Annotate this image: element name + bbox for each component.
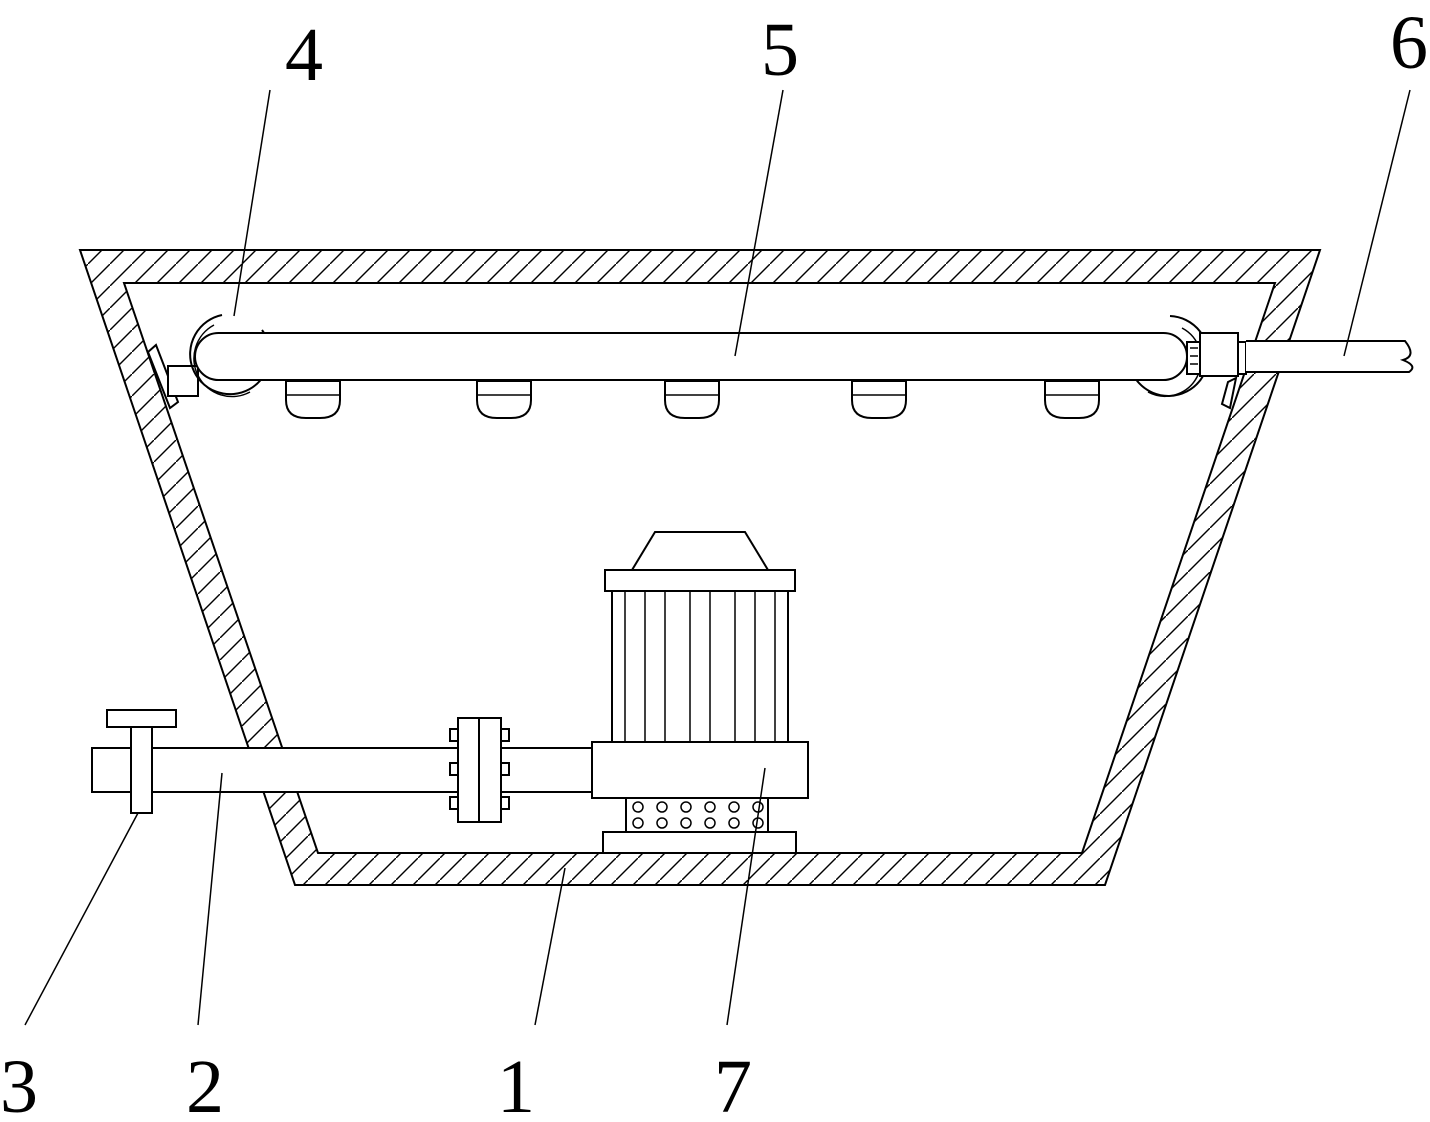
callout-4: 4 bbox=[285, 13, 323, 97]
spray-pipe bbox=[194, 332, 1188, 381]
callout-7: 7 bbox=[714, 1045, 752, 1122]
callout-1: 1 bbox=[497, 1045, 535, 1122]
inlet-pipe bbox=[1246, 340, 1414, 373]
leader-lines bbox=[24, 89, 1411, 1026]
pump-motor bbox=[591, 531, 809, 854]
outlet-pipe bbox=[91, 717, 593, 823]
vent-holes bbox=[632, 801, 764, 829]
inlet-coupling bbox=[1186, 332, 1247, 410]
valve bbox=[106, 709, 177, 814]
tank-wall bbox=[78, 249, 1322, 886]
callout-5: 5 bbox=[761, 8, 799, 92]
callout-2: 2 bbox=[186, 1045, 224, 1122]
callout-6: 6 bbox=[1390, 1, 1428, 85]
callout-3: 3 bbox=[0, 1045, 38, 1122]
spray-nozzles bbox=[285, 380, 1100, 419]
